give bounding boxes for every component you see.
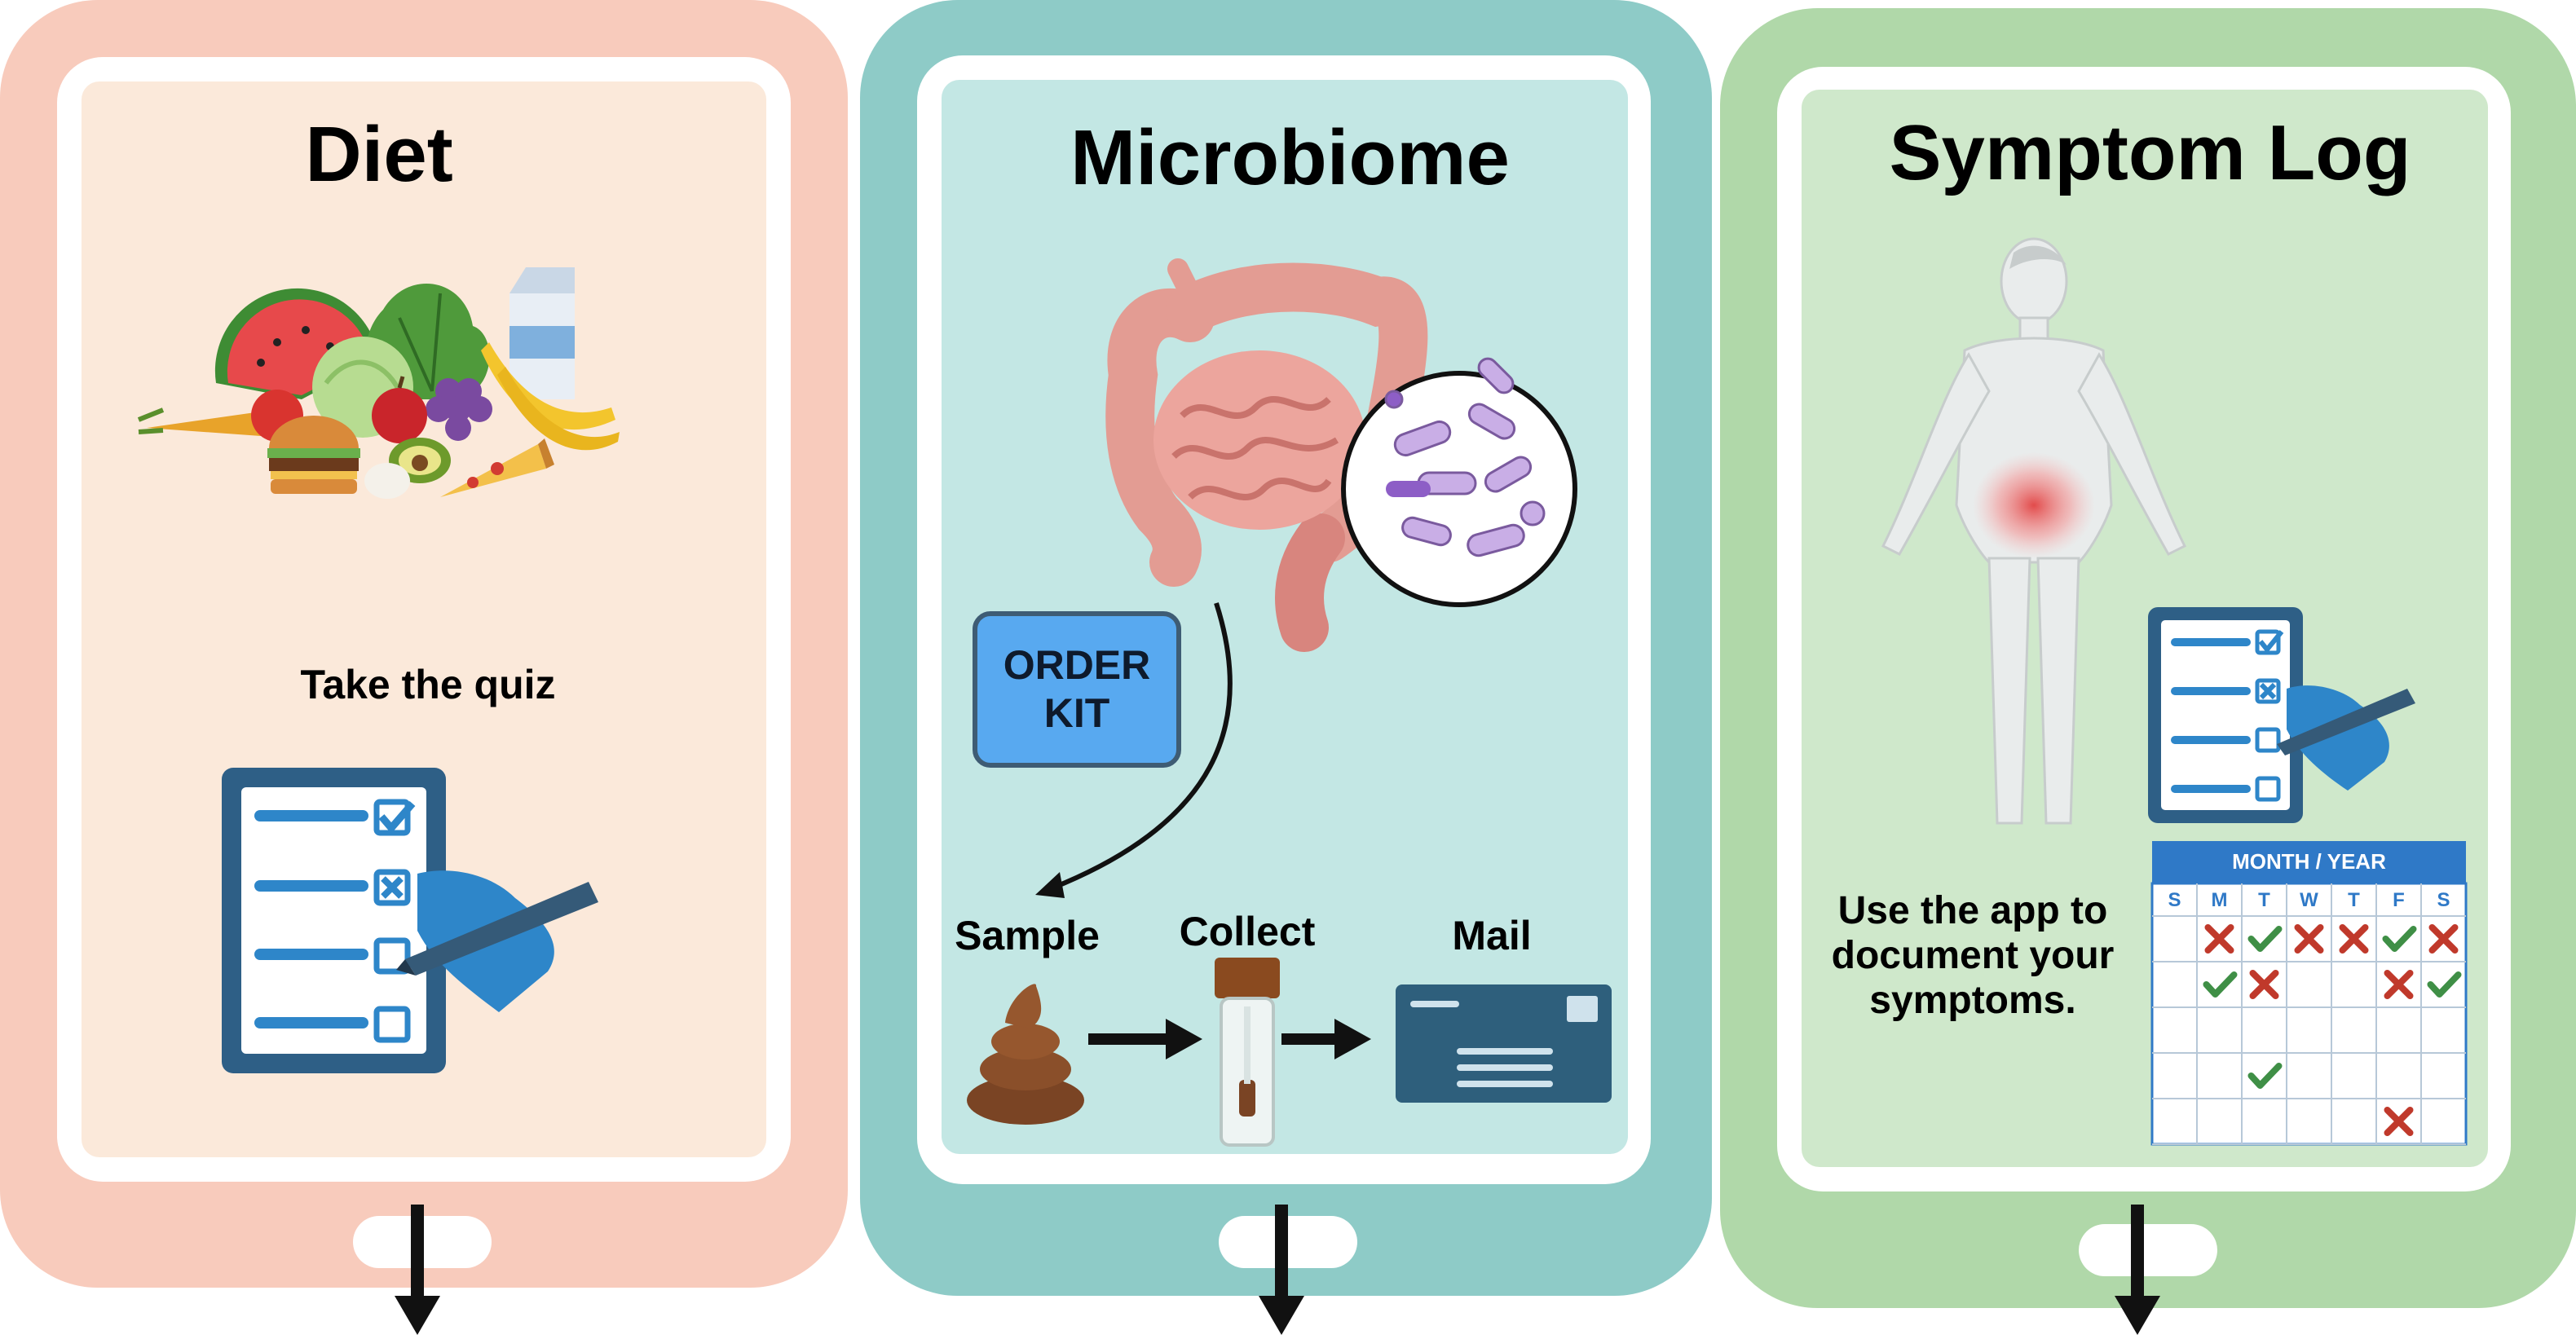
sample-to-collect-arrow: [1088, 1019, 1202, 1059]
mail-envelope-icon: [1396, 984, 1612, 1103]
calendar-header: [2152, 841, 2466, 883]
symptom-description: Use the app to document your symptoms.: [1831, 889, 2115, 1023]
microbiome-down-arrow: [1259, 1205, 1304, 1335]
curved-arrow: [1035, 602, 1233, 898]
diet-phone: [0, 0, 848, 1288]
calendar-x-mark[interactable]: [2339, 924, 2369, 954]
food-illustration: [137, 267, 620, 499]
calendar-x-mark[interactable]: [2249, 970, 2279, 999]
human-body-figure: [1881, 237, 2187, 825]
step-mail-label: Mail: [1452, 913, 1532, 958]
symptom-log-down-arrow: [2115, 1205, 2160, 1335]
calendar-weekday: F: [2393, 889, 2405, 911]
calendar-x-mark[interactable]: [2204, 924, 2234, 954]
intestine-illustration: [1105, 258, 1577, 652]
quiz-clipboard-icon: [222, 768, 598, 1073]
collect-to-mail-arrow: [1281, 1019, 1371, 1059]
calendar-weekday: W: [2300, 889, 2318, 911]
calendar-check-mark[interactable]: [2427, 971, 2462, 998]
step-sample-label: Sample: [955, 913, 1100, 958]
calendar-weekday: S: [2437, 889, 2450, 911]
calendar-weekday: S: [2168, 889, 2181, 911]
symptom-calendar: MONTH / YEAR S M T W T F S: [2150, 841, 2468, 1146]
step-collect-label: Collect: [1179, 909, 1316, 954]
symptom-log-phone: [1720, 8, 2576, 1308]
calendar-x-mark[interactable]: [2384, 1107, 2414, 1136]
symptom-clipboard-icon: [2148, 607, 2415, 823]
calendar-check-mark[interactable]: [2247, 1063, 2283, 1089]
symptom-log-title: Symptom Log: [1889, 109, 2411, 196]
calendar-weekday: T: [2348, 889, 2360, 911]
calendar-x-mark[interactable]: [2428, 924, 2459, 954]
calendar-check-mark[interactable]: [2247, 926, 2283, 952]
pain-area-marker: [1973, 452, 2095, 558]
calendar-month-year: MONTH / YEAR: [2232, 849, 2386, 874]
collection-tube-icon: [1215, 958, 1280, 1147]
diet-title: Diet: [305, 111, 453, 198]
calendar-weekday: M: [2212, 889, 2228, 911]
take-quiz-label[interactable]: Take the quiz: [300, 662, 556, 707]
microbiome-title: Microbiome: [1070, 114, 1510, 201]
calendar-check-mark[interactable]: [2203, 971, 2238, 998]
calendar-x-mark[interactable]: [2294, 924, 2324, 954]
symptom-log-home-button[interactable]: [2079, 1224, 2217, 1276]
calendar-check-mark[interactable]: [2382, 926, 2417, 952]
calendar-x-mark[interactable]: [2384, 970, 2414, 999]
stool-sample-icon: [967, 984, 1084, 1125]
calendar-weekday: T: [2258, 889, 2270, 911]
diet-down-arrow: [395, 1205, 440, 1335]
